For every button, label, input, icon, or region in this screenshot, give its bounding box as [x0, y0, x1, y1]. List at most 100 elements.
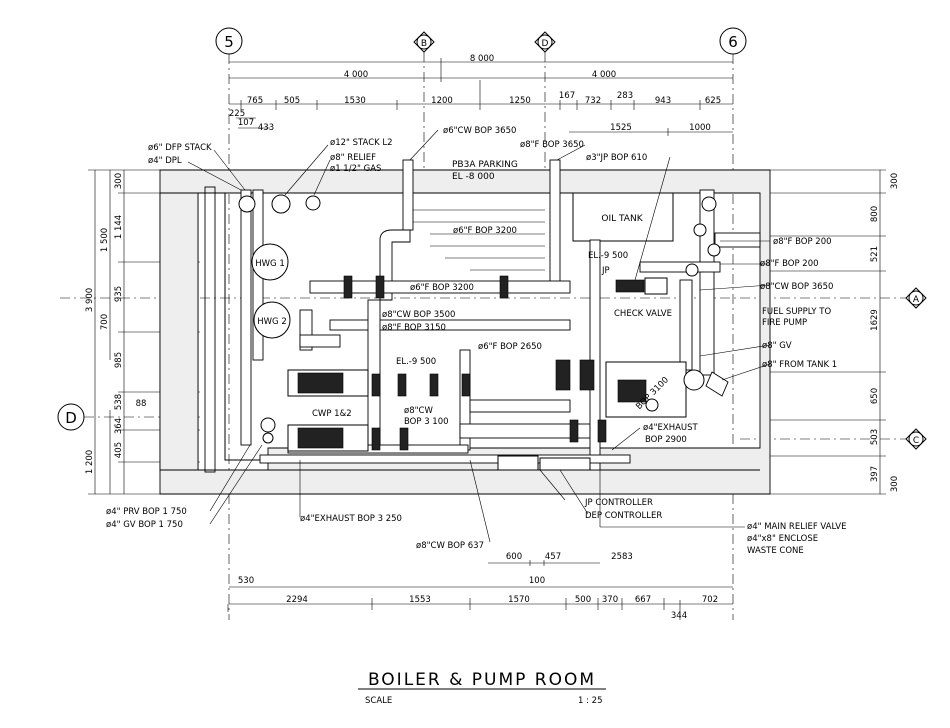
dim-bottom-1553: 1553 [409, 595, 431, 605]
dim-half-right: 4 000 [592, 70, 616, 80]
label-el-9500-a: EL.-9 500 [588, 251, 628, 261]
label-f-bop-200-b: ø8"F BOP 200 [760, 259, 819, 269]
dim-top-625: 625 [705, 96, 721, 106]
dim-top-505: 505 [284, 96, 300, 106]
drawing-title: BOILER & PUMP ROOM [368, 670, 596, 690]
dim-bottom-500: 500 [575, 595, 591, 605]
label-cwp: CWP 1&2 [312, 409, 352, 419]
label-prv: ø4" PRV BOP 1 750 [106, 507, 187, 517]
svg-text:5: 5 [224, 33, 234, 51]
label-dep-controller: DEP CONTROLLER [585, 511, 662, 521]
dim-right-1629: 1629 [870, 309, 880, 331]
label-f-bop-3200-b: ø6"F BOP 3200 [410, 283, 474, 293]
dim-top-1250: 1250 [509, 96, 531, 106]
label-cw-bop-3650-top: ø6"CW BOP 3650 [443, 126, 516, 136]
left-dimension-lines [88, 169, 210, 495]
dim-overall-width: 8 000 [470, 54, 494, 64]
dim-half-left: 4 000 [344, 70, 368, 80]
label-exhaust-2900-b: BOP 2900 [645, 435, 687, 445]
label-stack-l2: ø12" STACK L2 [330, 138, 393, 148]
svg-text:C: C [913, 436, 919, 446]
stack-circles [238, 194, 321, 433]
scale-value: 1 : 25 [578, 696, 603, 706]
label-fuel-supply-b: FIRE PUMP [762, 318, 807, 328]
dim-bottom-344: 344 [671, 611, 687, 621]
dim-right-300b: 300 [890, 476, 900, 492]
label-parking: PB3A PARKING [452, 160, 518, 170]
svg-text:A: A [913, 295, 920, 305]
fire-pump-assembly: BOP 3100 [605, 277, 705, 418]
label-fuel-supply-a: FUEL SUPPLY TO [762, 307, 831, 317]
cw-pump-2 [287, 424, 369, 452]
label-jp-controller: JP CONTROLLER [584, 498, 653, 508]
dim-right-300a: 300 [890, 173, 900, 189]
label-from-tank: ø8" FROM TANK 1 [762, 360, 837, 370]
dim-top-1525: 1525 [610, 123, 632, 133]
label-main-relief: ø4" MAIN RELIEF VALVE [747, 522, 847, 532]
dim-bottom-2294: 2294 [286, 595, 308, 605]
water-heater-hwg2: HWG 2 [253, 301, 291, 339]
svg-text:B: B [421, 39, 427, 49]
dim-right-397: 397 [870, 466, 880, 482]
label-f-bop-200-a: ø8"F BOP 200 [773, 237, 832, 247]
dim-top-943: 943 [655, 96, 671, 106]
dim-left-935: 935 [114, 286, 124, 302]
dim-bottom-370: 370 [602, 595, 618, 605]
label-exhaust-2900-a: ø4"EXHAUST [643, 423, 699, 433]
dim-top-167: 167 [559, 91, 575, 101]
label-f-bop-3150: ø8"F BOP 3150 [382, 323, 446, 333]
dim-bottom-457: 457 [545, 552, 561, 562]
dim-right-503: 503 [870, 429, 880, 445]
water-heater-hwg1: HWG 1 [251, 243, 289, 281]
label-gv-bop: ø4" GV BOP 1 750 [106, 520, 183, 530]
grid-marker-6: 6 [719, 27, 747, 620]
dim-top-765: 765 [247, 96, 263, 106]
svg-text:6: 6 [728, 33, 738, 51]
controllers [497, 455, 591, 471]
dim-left-300: 300 [114, 173, 124, 189]
label-enclose: ø4"x8" ENCLOSE [747, 534, 818, 544]
label-relief: ø8" RELIEF [330, 153, 376, 163]
dim-bottom-702: 702 [702, 595, 718, 605]
svg-text:D: D [65, 409, 77, 427]
pipe-valves [262, 196, 721, 451]
dim-right-521: 521 [870, 246, 880, 262]
label-check-valve: CHECK VALVE [614, 309, 672, 319]
dim-left-405: 405 [114, 442, 124, 458]
label-jp: JP [601, 266, 610, 276]
label-f-bop-2650: ø6"F BOP 2650 [478, 342, 542, 352]
dim-right-650: 650 [870, 388, 880, 404]
dim-bottom-2583: 2583 [611, 552, 633, 562]
svg-text:HWG 2: HWG 2 [257, 317, 287, 327]
dim-left-985: 985 [114, 352, 124, 368]
dim-bottom-100: 100 [529, 576, 545, 586]
leader-lines [187, 129, 771, 543]
grid-marker-d-top: D [534, 31, 556, 170]
dim-top-107: 107 [238, 118, 254, 128]
label-cw-bop-3650-right: ø8"CW BOP 3650 [760, 282, 833, 292]
svg-text:D: D [542, 39, 549, 49]
dim-top-732: 732 [585, 96, 601, 106]
label-dfp-stack: ø6" DFP STACK [148, 143, 212, 153]
svg-text:HWG 1: HWG 1 [255, 259, 285, 269]
bottom-dimension-lines [227, 560, 733, 620]
dim-top-433: 433 [258, 123, 274, 133]
dim-left-88: 88 [136, 399, 147, 409]
dim-bottom-1570: 1570 [508, 595, 530, 605]
dim-left-700: 700 [100, 314, 110, 330]
top-dimension-lines [229, 58, 733, 136]
label-cw-bop-637: ø8"CW BOP 637 [416, 541, 484, 551]
label-exhaust-3250: ø4"EXHAUST BOP 3 250 [300, 514, 402, 524]
dim-left-1144: 1 144 [114, 215, 124, 239]
dim-left-total: 3 900 [85, 288, 95, 312]
parking-slab-lines [412, 209, 545, 271]
cw-pump-1 [287, 369, 369, 397]
label-cw-bop-3500: ø8"CW BOP 3500 [382, 310, 455, 320]
label-dpl: ø4" DPL [148, 156, 182, 166]
svg-text:OIL TANK: OIL TANK [601, 214, 643, 224]
dim-top-1530: 1530 [344, 96, 366, 106]
dim-top-1000: 1000 [689, 123, 711, 133]
scale-label: SCALE [365, 696, 392, 706]
dim-right-800: 800 [870, 206, 880, 222]
